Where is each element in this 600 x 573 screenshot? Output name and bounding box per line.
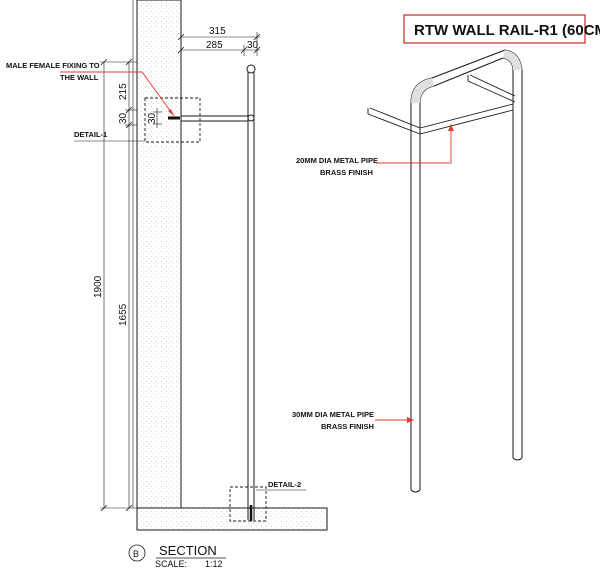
pipe30-label-line1: 30MM DIA METAL PIPE	[292, 410, 374, 419]
pipe20-label-line2: BRASS FINISH	[320, 168, 373, 177]
male-female-label-line1: MALE FEMALE FIXING TO	[6, 61, 100, 70]
scale-value: 1:12	[205, 559, 223, 569]
dim-1655: 1655	[118, 303, 129, 326]
hanging-arm-front	[369, 107, 421, 129]
detail-2-label: DETAIL-2	[268, 480, 301, 489]
pipe20-label-line1: 20MM DIA METAL PIPE	[296, 156, 378, 165]
hanging-arm-back	[469, 74, 516, 97]
drawing-title: RTW WALL RAIL-R1 (60CM)	[414, 22, 600, 39]
wall	[136, 0, 182, 509]
male-female-label-line2: THE WALL	[60, 73, 99, 82]
dim-30-left: 30	[118, 112, 129, 124]
pipe30-label-line2: BRASS FINISH	[321, 422, 374, 431]
detail-1-label: DETAIL-1	[74, 130, 107, 139]
pipe20-leader	[376, 124, 452, 164]
dim-215: 215	[118, 83, 129, 100]
scale-label: SCALE:	[155, 559, 187, 569]
dim-30-top: 30	[247, 40, 259, 51]
detail-1-box	[144, 97, 201, 143]
dim-1900: 1900	[93, 275, 104, 298]
section-drawing: 315 285 30 215 30 30 1900 1655 MALE FEMA…	[6, 0, 328, 569]
section-marker-letter: B	[133, 549, 139, 559]
top-rail	[431, 49, 506, 79]
detail-2-box	[229, 486, 267, 522]
section-title: SECTION	[159, 543, 217, 558]
floor-slab	[136, 507, 328, 531]
dim-285: 285	[206, 40, 223, 51]
dim-30-inner: 30	[147, 112, 158, 124]
dim-315: 315	[209, 26, 226, 37]
male-female-leader	[60, 71, 175, 117]
pipe-top-cap	[246, 64, 256, 74]
title-box	[403, 14, 586, 44]
hanging-arm-cross	[419, 103, 514, 129]
section-marker	[128, 544, 146, 562]
isometric-drawing: RTW WALL RAIL-R1 (60CM) 20MM DIA METAL P…	[292, 14, 600, 493]
